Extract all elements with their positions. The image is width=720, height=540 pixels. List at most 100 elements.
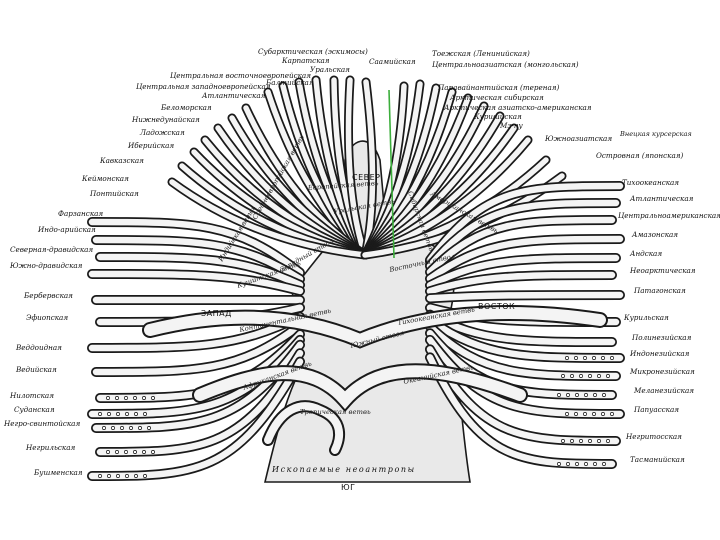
east-branch-10-core bbox=[426, 317, 624, 362]
branch-dot bbox=[134, 474, 138, 478]
label-arctic-siberian: Арктическая сибирская bbox=[449, 93, 544, 102]
branch-dot bbox=[561, 439, 565, 443]
branch-dot bbox=[574, 412, 578, 416]
branch-dot bbox=[561, 374, 565, 378]
branch-dot bbox=[597, 374, 601, 378]
branch-dot bbox=[570, 374, 574, 378]
west-branch-4-core bbox=[88, 270, 304, 295]
label-pacific: Тихоокеанская bbox=[622, 178, 679, 187]
saami-branch-highlight bbox=[388, 89, 395, 259]
branch-dot bbox=[115, 450, 119, 454]
east-branch-1-core bbox=[426, 182, 624, 264]
label-ethiopian: Эфиопская bbox=[26, 313, 68, 322]
label-bushman: Бушменская bbox=[33, 468, 83, 477]
label-north-dravidian: Северная-дравидская bbox=[10, 245, 93, 254]
branch-dot bbox=[107, 474, 111, 478]
branch-dot bbox=[601, 356, 605, 360]
branch-dot bbox=[133, 396, 137, 400]
branch-dot bbox=[579, 374, 583, 378]
branch-dot bbox=[606, 374, 610, 378]
branch-dot bbox=[124, 450, 128, 454]
right-labels: Тихоокеанская Атлантическая Центральноам… bbox=[618, 178, 720, 464]
branch-dot bbox=[125, 474, 129, 478]
branch-dot bbox=[120, 426, 124, 430]
crossing-arcs bbox=[142, 304, 608, 456]
east-branch-11-core bbox=[426, 323, 620, 380]
branch-dot bbox=[151, 450, 155, 454]
branch-dot bbox=[566, 393, 570, 397]
branch-dot bbox=[134, 412, 138, 416]
label-central-east-european: Центральная восточноевропейская bbox=[170, 71, 311, 80]
branch-dot bbox=[592, 412, 596, 416]
branch-dot bbox=[107, 412, 111, 416]
branch-dot bbox=[116, 412, 120, 416]
branch-dot bbox=[129, 426, 133, 430]
label-baltic: Балтийская bbox=[265, 78, 314, 87]
label-lower-danube: Нижнедунайская bbox=[131, 115, 200, 124]
label-negrito: Негритосская bbox=[625, 432, 682, 441]
label-polynesian: Полинезийская bbox=[631, 333, 692, 342]
west-branches bbox=[87, 217, 305, 481]
label-vnets-kurser: Внецкая курсерская bbox=[619, 130, 692, 138]
label-berber: Бербервская bbox=[23, 291, 73, 300]
label-central-asian: Центральноазиатская (монгольская) bbox=[432, 60, 579, 69]
branch-dot bbox=[583, 356, 587, 360]
branch-dot bbox=[570, 439, 574, 443]
label-negro-svintoi: Негро-свинтойская bbox=[3, 419, 80, 428]
label-tungus: Тоежская (Ленинийская) bbox=[432, 49, 530, 58]
branch-dot bbox=[133, 450, 137, 454]
label-south-dravidian: Южно-дравидская bbox=[9, 261, 83, 270]
label-amazon: Амазонская bbox=[631, 230, 678, 239]
branch-dot bbox=[588, 374, 592, 378]
branch-dot bbox=[606, 439, 610, 443]
west-branch-2-core bbox=[92, 236, 304, 283]
east-label: ВОСТОК bbox=[478, 302, 515, 311]
label-kuril: Курильская bbox=[623, 313, 669, 322]
branch-dot bbox=[142, 450, 146, 454]
east-branch-7-core bbox=[426, 291, 624, 302]
branch-dot bbox=[111, 426, 115, 430]
branch-dot bbox=[584, 462, 588, 466]
branch-dot bbox=[593, 393, 597, 397]
label-indonesian: Индонезийская bbox=[629, 349, 690, 358]
fan-finger-23-core bbox=[169, 179, 368, 258]
branch-dot bbox=[102, 426, 106, 430]
label-patagonian: Патагонская bbox=[633, 286, 686, 295]
branch-dot bbox=[115, 396, 119, 400]
left-labels: Фарзанская Индо-арийская Северная-дравид… bbox=[3, 209, 103, 477]
label-carpathian: Карпатская bbox=[281, 56, 330, 65]
branch-dot bbox=[143, 412, 147, 416]
label-white-sea: Беломорская bbox=[160, 103, 212, 112]
branch-dot bbox=[125, 412, 129, 416]
label-central-west-european: Центральная западноевропейская bbox=[136, 82, 271, 91]
label-melanesian: Меланезийская bbox=[633, 386, 694, 395]
branch-dot bbox=[98, 412, 102, 416]
branch-dot bbox=[124, 396, 128, 400]
label-atlantic-right: Атлантическая bbox=[629, 194, 694, 203]
label-south-asian: Южноазиатская bbox=[544, 134, 612, 143]
label-vedda: Ведийская bbox=[15, 365, 57, 374]
branch-dot bbox=[143, 474, 147, 478]
branch-dot bbox=[583, 412, 587, 416]
east-branch-6-core bbox=[426, 271, 616, 295]
north-label: СЕВЕР bbox=[352, 173, 381, 182]
label-island-japanese: Островная (японская) bbox=[596, 151, 684, 160]
east-branch-5-core bbox=[426, 254, 620, 289]
branch-dot bbox=[602, 462, 606, 466]
west-label: ЗАПАД bbox=[201, 309, 232, 318]
label-iberian: Иберийская bbox=[127, 141, 174, 150]
label-atlantic-top: Атлантическая bbox=[201, 91, 266, 100]
label-indo-aryan: Индо-арийская bbox=[37, 225, 96, 234]
inner-tropical-branch: Тропическая ветвь bbox=[300, 408, 371, 416]
label-pontic: Понтийская bbox=[89, 189, 139, 198]
label-micronesian: Микронезийская bbox=[629, 367, 695, 376]
east-branches bbox=[425, 181, 625, 469]
branch-dot bbox=[138, 426, 142, 430]
west-branch-8-core bbox=[92, 321, 304, 376]
label-saami: Саамийская bbox=[369, 57, 416, 66]
branch-dot bbox=[610, 412, 614, 416]
branch-dot bbox=[597, 439, 601, 443]
east-branch-2-core bbox=[426, 199, 620, 270]
label-ladoga: Ладожская bbox=[139, 128, 185, 137]
branch-dot bbox=[106, 396, 110, 400]
